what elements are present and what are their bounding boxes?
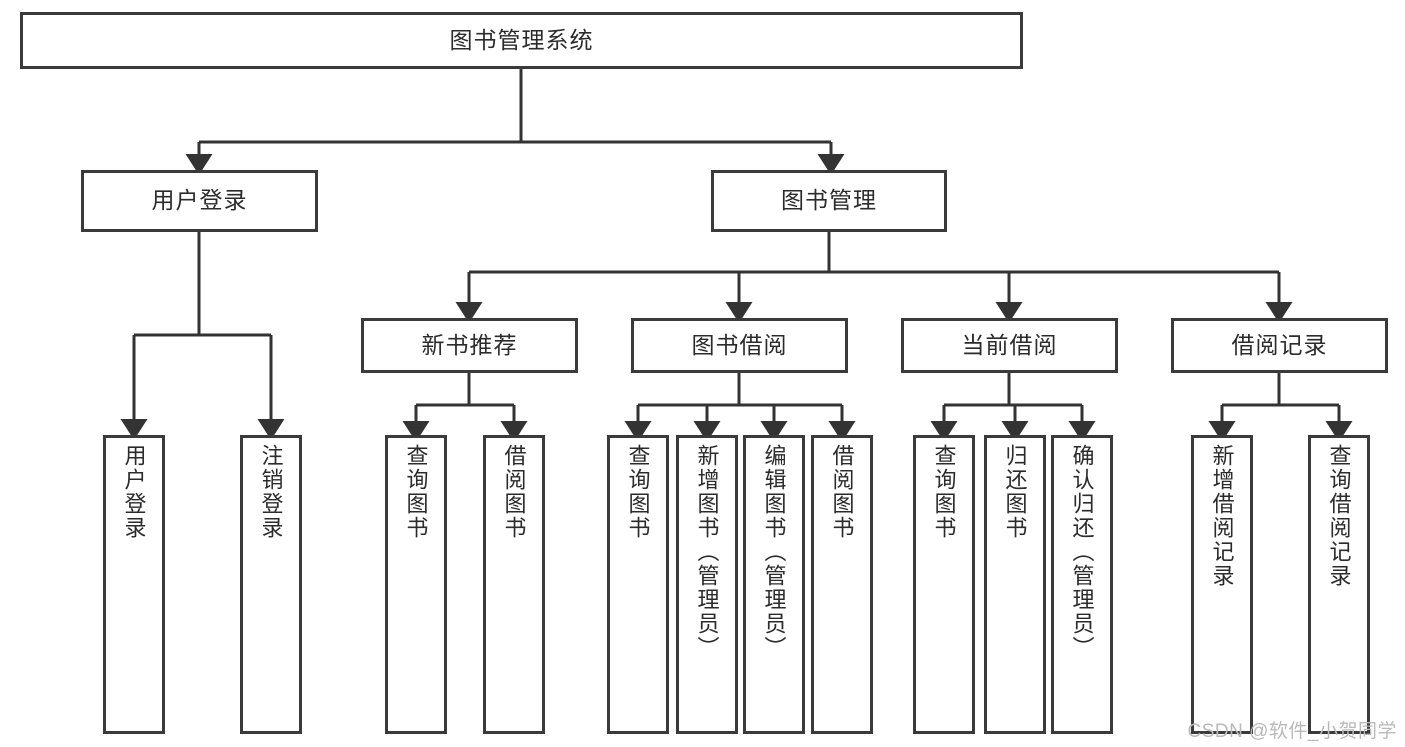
node-leaf-borrow-query[interactable]: 查询图书 [607,435,669,734]
node-label-user-login: 用户登录 [151,187,248,214]
connector-group [120,69,1353,442]
node-leaf-cur-confirm[interactable]: 确认归还（管理员） [1051,435,1113,734]
node-label-leaf-rec-borrow: 借阅图书 [501,444,527,540]
node-label-borrow-record: 借阅记录 [1231,331,1328,358]
node-label-current-borrow: 当前借阅 [961,331,1058,358]
node-label-leaf-cur-return: 归还图书 [1002,444,1028,540]
node-leaf-borrow-lend[interactable]: 借阅图书 [811,435,873,734]
node-label-book-borrow: 图书借阅 [691,331,788,358]
node-leaf-user-logout[interactable]: 注销登录 [240,435,302,734]
node-label-leaf-rec-add: 新增借阅记录 [1209,444,1235,588]
node-leaf-rec-borrow[interactable]: 借阅图书 [483,435,545,734]
node-label-leaf-borrow-add: 新增图书（管理员） [694,444,720,660]
node-leaf-cur-return[interactable]: 归还图书 [984,435,1046,734]
node-label-new-book-rec: 新书推荐 [421,331,518,358]
watermark-text: CSDN @软件_小贺同学 [1187,721,1397,742]
node-label-leaf-borrow-edit: 编辑图书（管理员） [761,444,787,660]
node-label-leaf-borrow-query: 查询图书 [625,444,651,540]
node-root[interactable]: 图书管理系统 [20,12,1023,69]
node-leaf-borrow-add[interactable]: 新增图书（管理员） [676,435,738,734]
node-borrow-record[interactable]: 借阅记录 [1171,318,1388,373]
node-book-borrow[interactable]: 图书借阅 [631,318,848,373]
node-label-leaf-cur-confirm: 确认归还（管理员） [1069,444,1095,660]
node-label-leaf-cur-query: 查询图书 [931,444,957,540]
node-label-book-manage: 图书管理 [781,187,877,214]
node-label-root: 图书管理系统 [449,26,594,53]
node-leaf-user-login[interactable]: 用户登录 [103,435,165,734]
node-label-leaf-borrow-lend: 借阅图书 [829,444,855,540]
node-leaf-borrow-edit[interactable]: 编辑图书（管理员） [743,435,805,734]
node-label-leaf-rec-search: 查询借阅记录 [1326,444,1352,588]
node-current-borrow[interactable]: 当前借阅 [901,318,1118,373]
node-label-leaf-rec-query: 查询图书 [403,444,429,540]
node-leaf-rec-search[interactable]: 查询借阅记录 [1308,435,1370,734]
node-label-leaf-user-login: 用户登录 [121,444,147,540]
node-leaf-cur-query[interactable]: 查询图书 [913,435,975,734]
node-new-book-rec[interactable]: 新书推荐 [361,318,578,373]
node-leaf-rec-add[interactable]: 新增借阅记录 [1191,435,1253,734]
node-leaf-rec-query[interactable]: 查询图书 [385,435,447,734]
node-label-leaf-user-logout: 注销登录 [258,444,284,540]
node-user-login[interactable]: 用户登录 [81,170,318,232]
node-book-manage[interactable]: 图书管理 [711,170,947,232]
